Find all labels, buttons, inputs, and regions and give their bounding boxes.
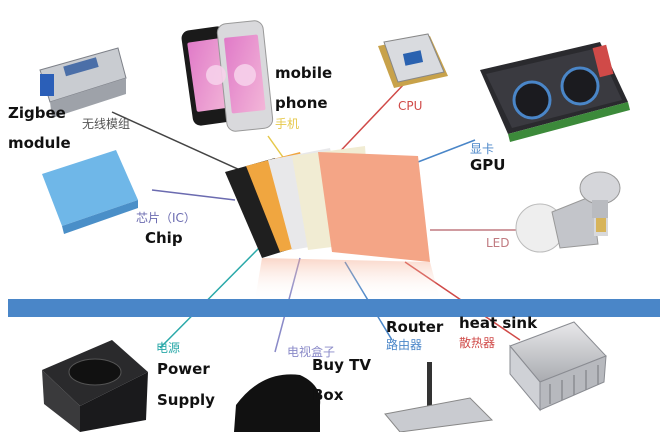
label-phone-en-line2: phone [275, 94, 328, 112]
tv-box-icon [234, 374, 321, 432]
graphics-card-icon [480, 42, 630, 142]
label-zigbee-en-line2: module [8, 134, 71, 152]
label-power-en-line1: Power [157, 360, 210, 378]
sfp-module-icon [39, 47, 127, 118]
label-tvbox-en-line1: Buy TV [312, 356, 371, 374]
label-heatsink-en: heat sink [459, 314, 538, 332]
sheet-reflection [255, 258, 440, 300]
label-zigbee-cn: 无线模组 [82, 117, 131, 131]
label-chip-cn: 芯片（IC） [136, 211, 196, 225]
label-chip-en: Chip [145, 229, 183, 247]
router-icon [384, 362, 494, 432]
line-power [159, 244, 263, 349]
label-router-en: Router [386, 318, 444, 336]
power-supply-icon [42, 340, 148, 432]
line-phone [267, 135, 286, 161]
line-chip [151, 189, 236, 201]
label-gpu-en: GPU [470, 156, 506, 174]
label-router-cn: 路由器 [386, 338, 423, 352]
label-cpu: CPU [398, 99, 423, 113]
line-cpu [329, 82, 406, 163]
heat-sink-icon [509, 321, 607, 412]
label-led: LED [486, 236, 510, 250]
label-gpu-cn: 显卡 [470, 142, 495, 156]
cpu-chip-icon [378, 33, 448, 88]
label-phone-en-line1: mobile [275, 64, 333, 82]
label-tvbox-cn: 电视盒子 [287, 345, 336, 359]
label-phone-cn: 手机 [275, 117, 300, 131]
blue-band [8, 299, 660, 317]
led-bulb-icon [515, 171, 621, 253]
label-tvbox-en-line2: Box [312, 386, 344, 404]
label-power-cn: 电源 [156, 341, 181, 355]
label-zigbee-en-line1: Zigbee [8, 104, 66, 122]
label-heatsink-cn: 散热器 [459, 336, 496, 350]
blue-thermal-pad-icon [42, 150, 138, 234]
smartphone-icon [181, 20, 274, 132]
label-power-en-line2: Supply [157, 391, 215, 409]
sheet-peach [318, 152, 430, 262]
thermal-pad-sheets [225, 146, 440, 300]
